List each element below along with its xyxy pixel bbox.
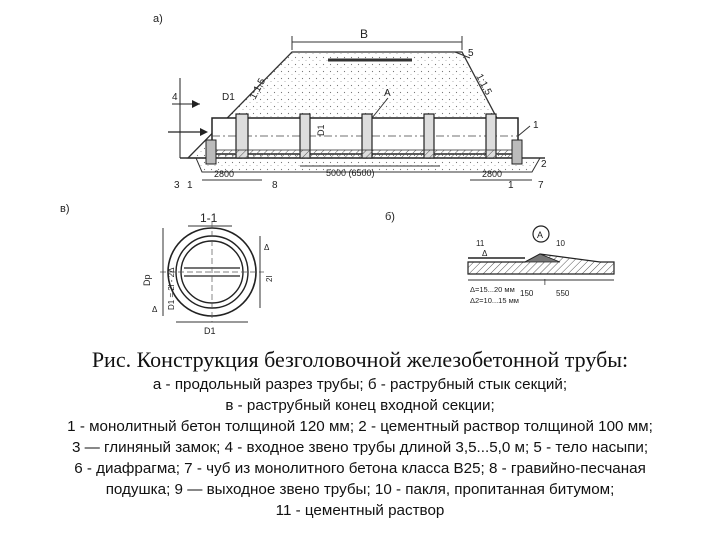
dim-right: 2800 — [482, 169, 502, 179]
caption-line-6: подушка; 9 — выходное звено трубы; 10 - … — [105, 481, 615, 498]
section-mark-right: 1 — [508, 180, 514, 191]
inlet-wall — [205, 139, 217, 165]
flow-arrow — [168, 78, 208, 158]
detail-label-550: 550 — [556, 289, 570, 298]
caption-title: Рис. Конструкция безголовочной железобет… — [91, 347, 629, 372]
detail-circle-label: A — [537, 230, 543, 240]
detail-label-delta: Δ — [482, 249, 488, 258]
callout-2: 2 — [541, 159, 547, 170]
caption-line-7: 11 - цементный раствор — [275, 502, 445, 519]
callout-8: 8 — [272, 180, 278, 191]
section-label-2l: 2l — [265, 276, 274, 282]
pipe-longitudinal — [211, 113, 519, 159]
caption-line-3: 1 - монолитный бетон толщиной 120 мм; 2 … — [67, 418, 653, 435]
section-label-d1-formula: D1 = 2l - 2Δ — [167, 267, 176, 310]
section-title: 1-1 — [200, 211, 218, 225]
callout-1-leader — [517, 125, 531, 137]
detail-note-2: Δ2=10...15 мм — [470, 296, 519, 305]
pipe-cross-section: 1-1 Dр D1 = 2l - 2Δ D1 Δ Δ 2l — [142, 211, 274, 336]
dimension-b-label: B — [360, 27, 368, 41]
diam-label-2: D1 — [316, 124, 326, 136]
section-mark-left: 1 — [187, 180, 193, 191]
callout-3: 3 — [174, 180, 180, 191]
bottom-dimensions: 2800 5000 (6500) 2800 — [202, 165, 532, 181]
dimension-b: B — [291, 27, 463, 50]
detail-note-1: Δ=15...20 мм — [470, 285, 515, 294]
callout-4: 4 — [172, 92, 178, 103]
gravel-cushion — [195, 157, 541, 173]
callout-7: 7 — [538, 180, 544, 191]
detail-label-150: 150 — [520, 289, 534, 298]
caption-line-2: в - раструбный конец входной секции; — [225, 397, 495, 414]
dim-left: 2800 — [214, 169, 234, 179]
section-label-delta-1: Δ — [152, 305, 158, 314]
callout-a-leader — [371, 97, 389, 119]
detail-label-l: l — [544, 278, 546, 287]
detail-label-10: 10 — [556, 239, 565, 248]
callout-a: A — [384, 88, 391, 99]
panel-label-v: в) — [60, 203, 70, 215]
technical-drawing: а) B 1:1,5 1:1,5 5 4 D1 — [60, 13, 615, 336]
figure-caption: Рис. Конструкция безголовочной железобет… — [0, 346, 720, 521]
drawing-canvas: а) B 1:1,5 1:1,5 5 4 D1 — [60, 13, 615, 336]
section-label-delta-2: Δ — [264, 243, 270, 252]
caption-line-1: а - продольный разрез трубы; б - раструб… — [152, 376, 568, 393]
callout-5-leader — [454, 51, 471, 59]
diam-label-1: D1 — [222, 92, 235, 103]
dim-middle: 5000 (6500) — [326, 168, 375, 178]
caption-line-4: 3 — глиняный замок; 4 - входное звено тр… — [71, 439, 649, 456]
outlet-wall — [511, 139, 523, 165]
caption-line-5: 6 - диафрагма; 7 - чуб из монолитного бе… — [74, 460, 646, 477]
section-label-dp: Dр — [142, 274, 152, 286]
panel-label-b: б) — [385, 211, 395, 223]
socket-joint-detail: A 11 10 Δ 150 l 550 Δ=15...20 мм Δ2=10..… — [467, 225, 615, 305]
callout-5: 5 — [468, 48, 474, 59]
detail-label-11: 11 — [476, 239, 485, 248]
panel-label-a: а) — [153, 13, 163, 25]
section-label-d1: D1 — [204, 326, 216, 336]
callout-1: 1 — [533, 120, 539, 131]
